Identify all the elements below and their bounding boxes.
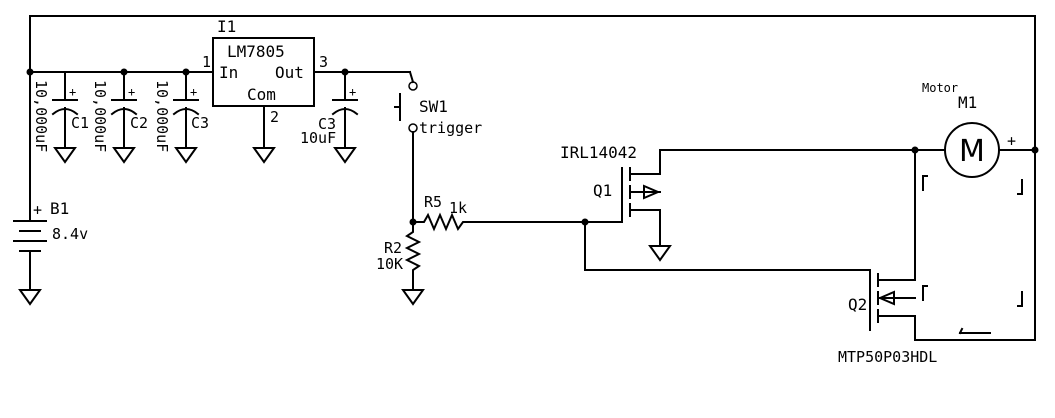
capacitor-c3-input: + C3 10,000uF — [153, 71, 209, 164]
current-flow-arrows — [922, 175, 1023, 335]
switch-sw1: SW1 trigger — [394, 70, 482, 223]
regulator-lm7805: I1 LM7805 In Out Com 1 2 3 — [202, 17, 328, 164]
regulator-ref-label: I1 — [217, 17, 236, 36]
c1-ref-label: C1 — [71, 114, 89, 132]
out-cap-value-label: 10uF — [300, 129, 336, 147]
mosfet-q2: Q2 MTP50P03HDL — [584, 221, 937, 366]
regulator-pin-in-label: In — [219, 63, 238, 82]
motor-m1: M + Motor M1 — [911, 81, 1039, 281]
r5-ref-label: R5 — [424, 193, 442, 211]
motor-plus-label: + — [1007, 132, 1016, 150]
c3-plus-label: + — [190, 85, 197, 99]
out-cap-ref-label: C3 — [318, 115, 336, 133]
battery-b1: + B1 8.4v — [13, 71, 88, 306]
r2-value-label: 10K — [376, 255, 403, 273]
resistor-r2: R2 10K — [376, 221, 425, 306]
c2-plus-label: + — [128, 85, 135, 99]
out-cap-plus-label: + — [349, 85, 356, 99]
c3-ref-label: C3 — [191, 114, 209, 132]
mosfet-q1: IRL14042 Q1 — [560, 143, 916, 262]
motor-title-label: Motor — [922, 81, 958, 95]
q1-part-label: IRL14042 — [560, 143, 637, 162]
regulator-pin-com-label: Com — [247, 85, 276, 104]
regulator-pin1-label: 1 — [202, 53, 211, 71]
capacitor-c2: + C2 10,000uF — [91, 71, 148, 164]
r5-value-label: 1k — [449, 199, 467, 217]
c1-value-label: 10,000uF — [32, 80, 50, 152]
c1-plus-label: + — [69, 85, 76, 99]
c2-ref-label: C2 — [130, 114, 148, 132]
motor-symbol-label: M — [959, 134, 985, 169]
regulator-pin3-label: 3 — [319, 53, 328, 71]
resistor-r5: R5 1k — [409, 193, 586, 232]
c3-value-label: 10,000uF — [153, 80, 171, 152]
regulator-pin2-label: 2 — [270, 108, 279, 126]
top-rail-wire — [29, 15, 1036, 341]
q2-part-label: MTP50P03HDL — [838, 348, 937, 366]
r2-ref-label: R2 — [384, 239, 402, 257]
switch-ref-label: SW1 — [419, 97, 448, 116]
output-capacitor-c3: + C3 10uF — [300, 68, 411, 164]
switch-name-label: trigger — [419, 119, 482, 137]
battery-value-label: 8.4v — [52, 225, 88, 243]
regulator-part-label: LM7805 — [227, 42, 285, 61]
battery-plus-label: + — [33, 201, 42, 219]
capacitor-c1: + C1 10,000uF — [32, 71, 89, 164]
motor-ref-label: M1 — [958, 93, 977, 112]
battery-ref-label: B1 — [50, 199, 69, 218]
q2-ref-label: Q2 — [848, 295, 867, 314]
regulator-pin-out-label: Out — [275, 63, 304, 82]
q1-ref-label: Q1 — [593, 181, 612, 200]
c2-value-label: 10,000uF — [91, 80, 109, 152]
